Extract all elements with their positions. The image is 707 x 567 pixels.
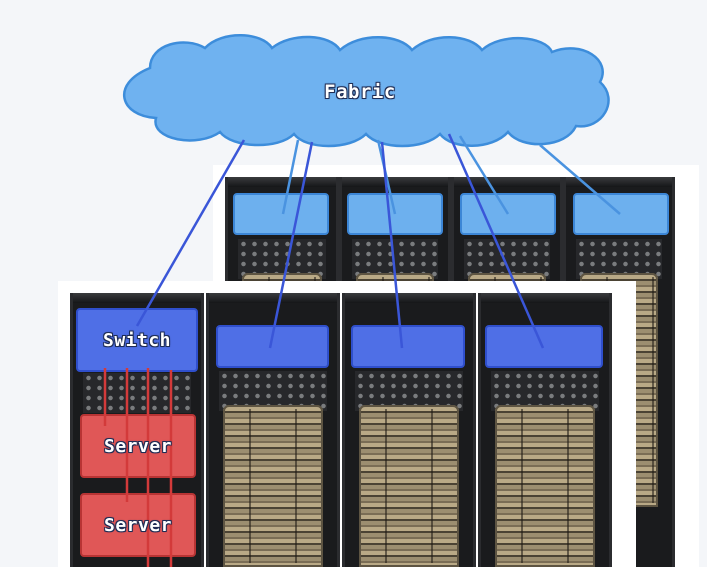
front-switch-4 [485, 325, 603, 368]
link-back-1 [281, 139, 300, 215]
link-front-4 [447, 133, 545, 349]
back-switch-1 [233, 193, 329, 235]
link-front-switch [135, 139, 246, 327]
link-front-2 [268, 141, 314, 349]
switch-label: Switch [102, 329, 172, 351]
switch-node [76, 308, 198, 372]
front-switch-3 [351, 325, 465, 368]
fabric-label: Fabric [324, 81, 396, 103]
server-label-2: Server [103, 514, 173, 536]
server-node-2 [80, 493, 196, 557]
back-switch-4 [573, 193, 669, 235]
server-label-1: Server [103, 435, 173, 457]
link-back-4 [539, 144, 621, 215]
server-node-1 [80, 414, 196, 478]
fabric-cloud [122, 34, 610, 148]
link-front-3 [380, 141, 404, 349]
link-back-3 [458, 135, 510, 215]
